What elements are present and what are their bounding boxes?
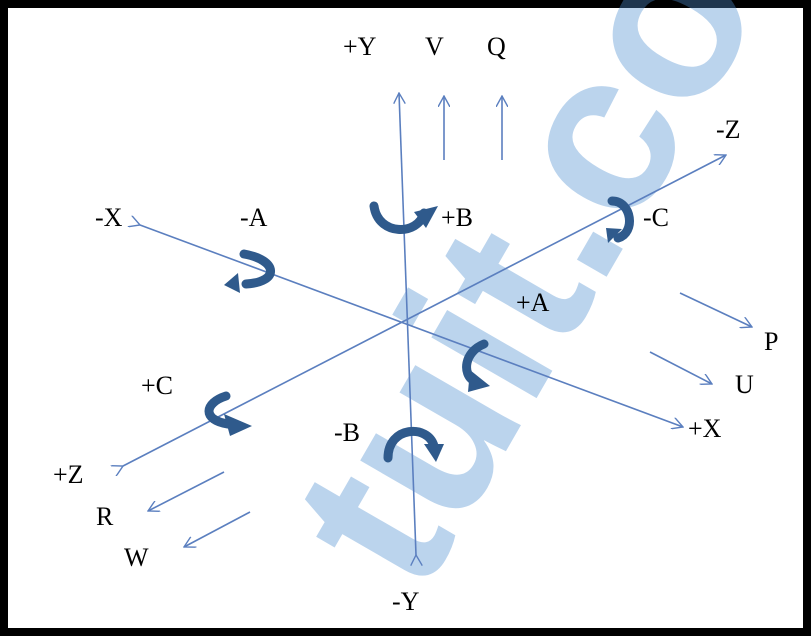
label-r: R xyxy=(96,502,114,531)
p-arrow xyxy=(679,292,752,327)
label-plus-z: +Z xyxy=(53,460,84,489)
minus-a-rotation-arrow xyxy=(224,249,275,293)
label-plus-x: +X xyxy=(688,414,722,443)
label-plus-y: +Y xyxy=(343,32,377,61)
u-arrow xyxy=(649,351,712,384)
label-minus-a: -A xyxy=(240,203,268,232)
labels: +Y V Q -Z -X -A +B -C +A P U +C +X -B +Z… xyxy=(53,32,778,616)
minus-b-rotation-arrow xyxy=(383,427,444,463)
plus-c-rotation-arrow xyxy=(204,391,252,436)
label-minus-b: -B xyxy=(334,418,360,447)
label-minus-c: -C xyxy=(643,203,669,232)
w-arrow xyxy=(184,511,251,547)
label-p: P xyxy=(764,327,778,356)
minus-c-rotation-arrow xyxy=(606,196,634,243)
r-arrow xyxy=(148,471,225,511)
label-plus-a: +A xyxy=(516,288,550,317)
plus-a-rotation-arrow xyxy=(462,339,490,392)
label-w: W xyxy=(124,543,149,572)
label-minus-z: -Z xyxy=(716,115,741,144)
label-q: Q xyxy=(487,32,506,61)
label-plus-b: +B xyxy=(441,203,473,232)
rotation-arrows xyxy=(204,196,634,463)
label-plus-c: +C xyxy=(141,371,173,400)
label-v: V xyxy=(425,32,444,61)
plus-b-rotation-arrow xyxy=(369,201,438,234)
label-minus-y: -Y xyxy=(392,587,420,616)
direction-arrows xyxy=(148,96,752,547)
label-minus-x: -X xyxy=(95,203,123,232)
label-u: U xyxy=(735,370,754,399)
